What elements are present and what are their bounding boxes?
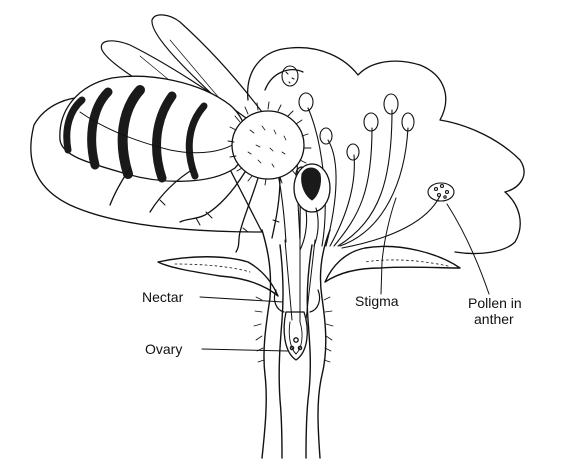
right-petal <box>455 192 520 254</box>
pollen-leader-line <box>447 204 489 294</box>
pollen-anther <box>428 183 454 201</box>
nectar-label: Nectar <box>142 290 183 305</box>
bee-thorax <box>232 111 304 179</box>
right-sepal <box>325 246 460 282</box>
ovary-label: Ovary <box>145 342 182 357</box>
ovary-leader-line <box>202 349 288 351</box>
nectar-glands <box>274 290 319 312</box>
pollen-label-line1: Pollen in <box>468 296 522 311</box>
flower-receptacle <box>262 230 330 458</box>
pollen-label-line2: anther <box>474 312 514 327</box>
ovary-shape <box>284 312 307 360</box>
stigma-label: Stigma <box>355 294 399 309</box>
